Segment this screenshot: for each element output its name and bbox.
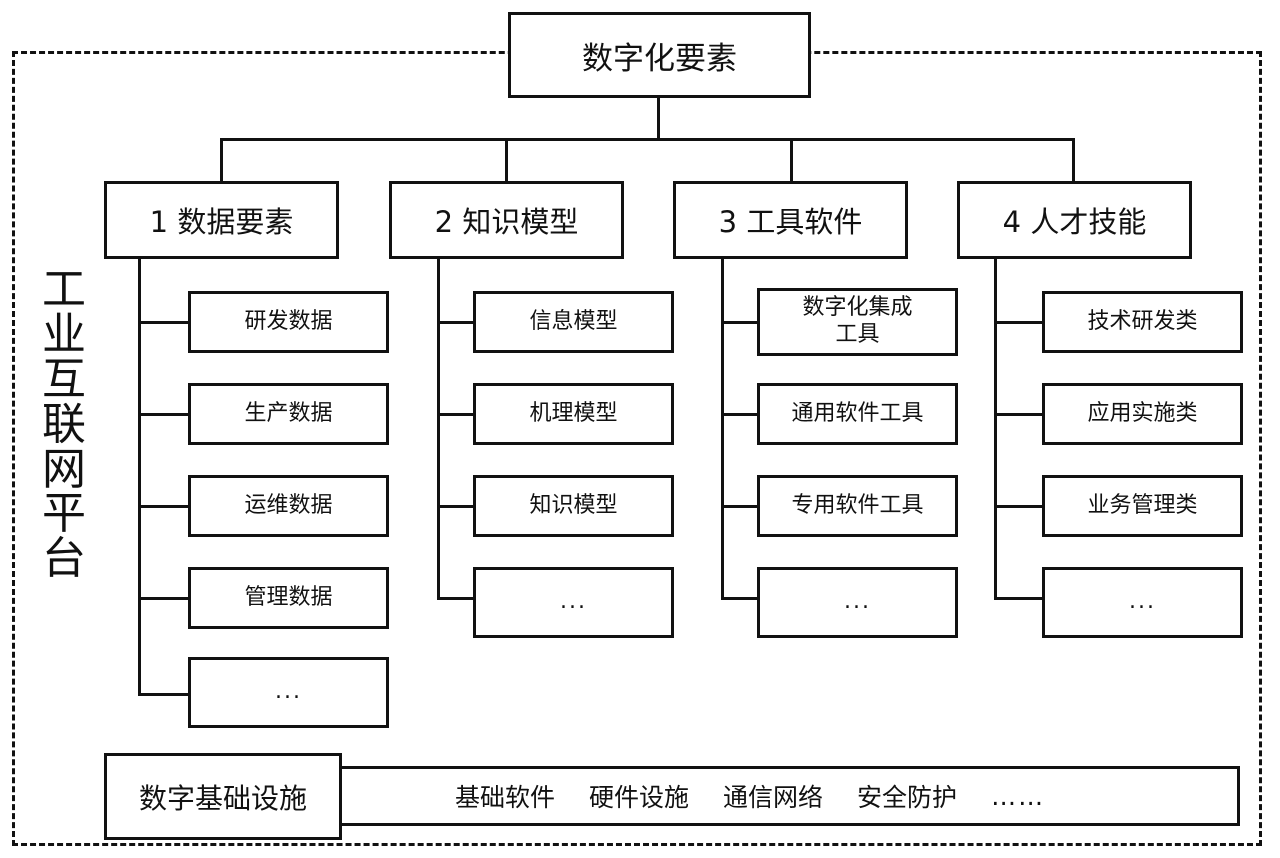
column-4-stub-connector-4 [994,597,1044,600]
infrastructure-item-communication-network[interactable]: 通信网络 [723,783,824,812]
branch-drop-connector-3 [790,138,793,181]
leaf-node-operations-data[interactable]: 运维数据 [188,475,389,537]
column-3-stub-connector-1 [721,321,759,324]
column-3-stub-connector-2 [721,413,759,416]
platform-label-char-4: 网 [42,443,86,495]
leaf-node-technical-rd-category[interactable]: 技术研发类 [1042,291,1243,353]
column-1-trunk-connector [138,259,141,696]
column-1-stub-connector-2 [138,413,190,416]
column-2-trunk-connector [437,259,440,600]
branch-bus-connector [220,138,1075,141]
column-2-stub-connector-1 [437,321,475,324]
leaf-node-talent-more[interactable]: ... [1042,567,1243,638]
branch-drop-connector-4 [1072,138,1075,181]
infrastructure-label-box[interactable]: 数字基础设施 [104,753,342,840]
leaf-node-application-implementation-category[interactable]: 应用实施类 [1042,383,1243,445]
column-2-stub-connector-2 [437,413,475,416]
leaf-node-business-management-category[interactable]: 业务管理类 [1042,475,1243,537]
leaf-node-data-more[interactable]: ... [188,657,389,728]
branch-drop-connector-2 [505,138,508,181]
column-2-stub-connector-3 [437,505,475,508]
leaf-node-information-model[interactable]: 信息模型 [473,291,674,353]
column-4-stub-connector-2 [994,413,1044,416]
column-4-stub-connector-1 [994,321,1044,324]
branch-drop-connector-1 [220,138,223,181]
leaf-node-rd-data[interactable]: 研发数据 [188,291,389,353]
column-1-stub-connector-4 [138,597,190,600]
infrastructure-item-list: 基础软件 硬件设施 通信网络 安全防护 …… [455,766,1155,826]
column-4-trunk-connector [994,259,997,600]
infrastructure-item-basic-software[interactable]: 基础软件 [455,783,556,812]
infrastructure-item-hardware-facilities[interactable]: 硬件设施 [589,783,690,812]
leaf-node-mechanism-model[interactable]: 机理模型 [473,383,674,445]
branch-node-talent-skills[interactable]: 4 人才技能 [957,181,1192,259]
column-1-stub-connector-1 [138,321,190,324]
platform-label-char-2: 互 [42,353,86,405]
infrastructure-item-security-protection[interactable]: 安全防护 [857,783,958,812]
leaf-node-knowledge-model[interactable]: 知识模型 [473,475,674,537]
platform-label-char-5: 平 [42,488,86,540]
column-3-stub-connector-3 [721,505,759,508]
column-2-stub-connector-4 [437,597,475,600]
infrastructure-item-more: …… [991,781,1046,811]
column-4-stub-connector-3 [994,505,1044,508]
platform-label-char-0: 工 [42,264,86,315]
root-stem-connector [657,98,660,140]
column-3-trunk-connector [721,259,724,600]
platform-label-char-1: 业 [42,308,86,360]
leaf-node-model-more[interactable]: ... [473,567,674,638]
leaf-node-tools-more[interactable]: ... [757,567,958,638]
branch-node-tool-software[interactable]: 3 工具软件 [673,181,908,259]
column-1-stub-connector-5 [138,693,190,696]
leaf-node-management-data[interactable]: 管理数据 [188,567,389,629]
branch-node-data-elements[interactable]: 1 数据要素 [104,181,339,259]
branch-node-knowledge-models[interactable]: 2 知识模型 [389,181,624,259]
platform-vertical-label: 工 业 互 联 网 平 台 [33,264,95,585]
leaf-node-digital-integration-tools[interactable]: 数字化集成 工具 [757,288,958,356]
leaf-node-general-software-tools[interactable]: 通用软件工具 [757,383,958,445]
root-node-digital-elements[interactable]: 数字化要素 [508,12,811,98]
column-3-stub-connector-4 [721,597,759,600]
platform-label-char-6: 台 [42,533,86,585]
leaf-node-production-data[interactable]: 生产数据 [188,383,389,445]
leaf-node-special-software-tools[interactable]: 专用软件工具 [757,475,958,537]
column-1-stub-connector-3 [138,505,190,508]
platform-label-char-3: 联 [42,398,86,450]
